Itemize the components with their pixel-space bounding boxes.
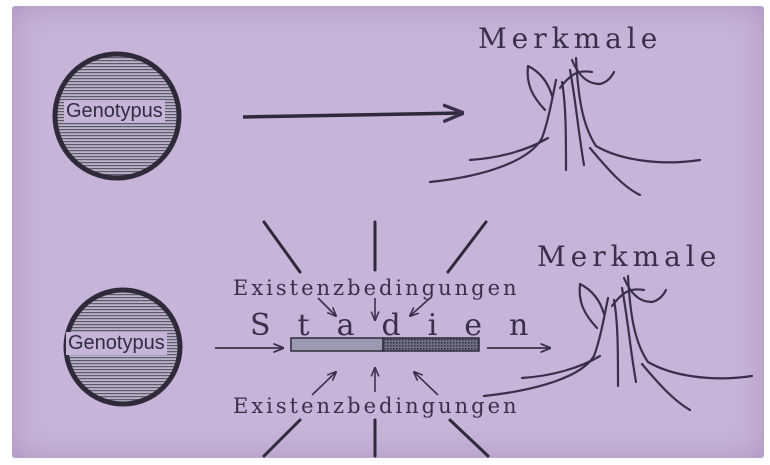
influence-arrows-bottom <box>312 368 438 395</box>
main-arrow-top <box>243 113 462 117</box>
existenzbedingungen-label-bottom: Existenzbedingungen <box>233 394 520 418</box>
plant-icon-bottom <box>484 276 752 410</box>
genotypus-label-bottom: Genotypus <box>66 332 167 355</box>
plant-icon-top <box>430 58 700 195</box>
stadien-label: Stadien <box>250 308 555 343</box>
genotypus-label-top: Genotypus <box>64 100 165 123</box>
existenzbedingungen-label-top: Existenzbedingungen <box>233 276 520 300</box>
merkmale-label-top: Merkmale <box>478 22 662 55</box>
influence-lines-top <box>264 222 486 272</box>
merkmale-label-bottom: Merkmale <box>537 240 721 273</box>
influence-lines-bottom <box>264 420 488 456</box>
